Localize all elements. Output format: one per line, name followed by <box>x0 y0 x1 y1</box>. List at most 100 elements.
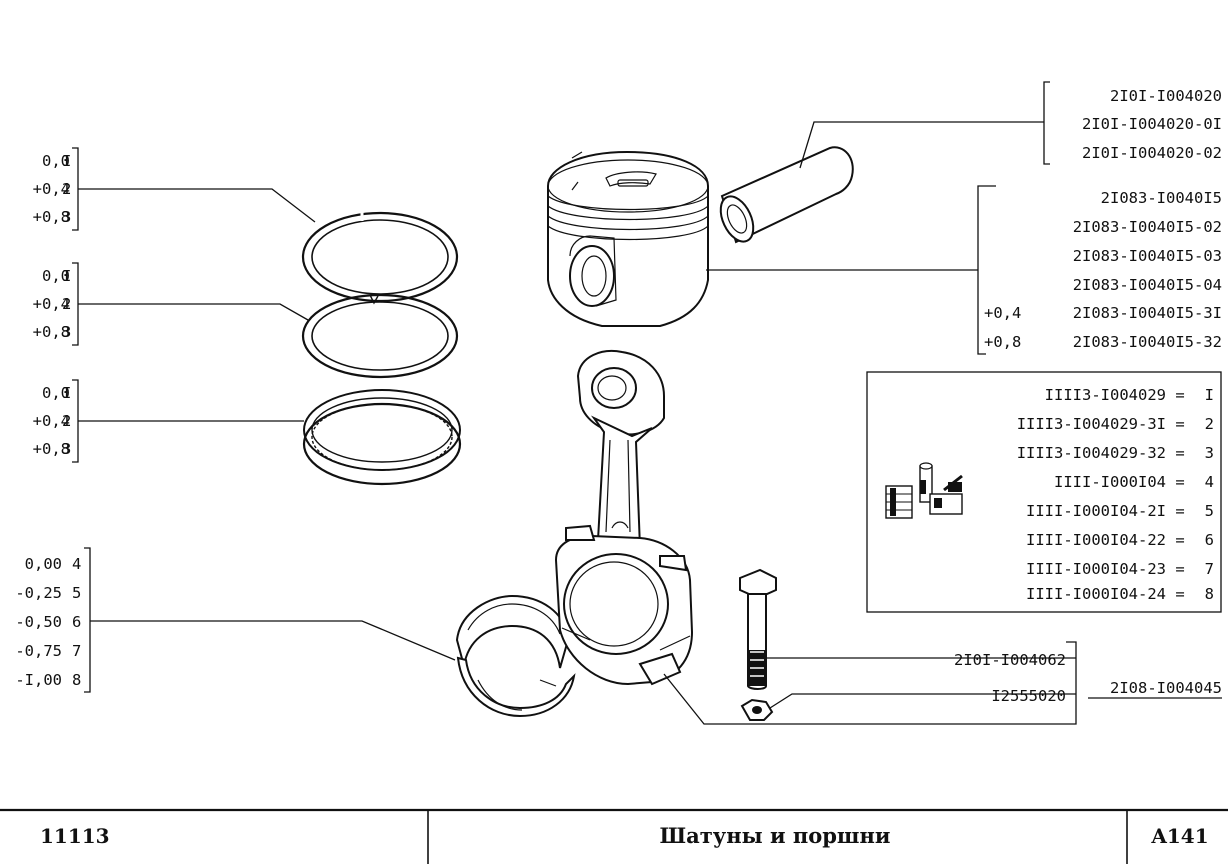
kit-code-7: IIII-I000I04-23 <box>1026 560 1166 578</box>
kit-code-6: IIII-I000I04-22 <box>1026 531 1166 549</box>
bearing-code-3: 6 <box>72 613 81 631</box>
ring-group-2: 0,0 +0,4 +0,8 I 2 3 <box>33 262 309 346</box>
rod-part: 2I08-I004045 <box>1110 679 1222 697</box>
repair-kit-table: IIII3-I004029 IIII3-I004029-3I IIII3-I00… <box>866 371 1222 613</box>
bearing-code-1: 4 <box>72 555 81 573</box>
ring3-size-2: +0,4 <box>33 412 70 430</box>
pin-part-2: 2I0I-I004020-0I <box>1082 115 1222 133</box>
bearing-code-4: 7 <box>72 642 81 660</box>
kit-eq-1: = <box>1175 386 1184 404</box>
connecting-rod <box>554 350 694 686</box>
kit-eq-5: = <box>1175 502 1184 520</box>
bearing-code-5: 8 <box>72 671 81 689</box>
bolt-part: 2I0I-I004062 <box>954 651 1066 669</box>
kit-num-5: 5 <box>1205 502 1214 520</box>
ring2-leader <box>78 303 309 321</box>
bearing-bracket <box>84 547 91 693</box>
piston-part-6: 2I083-I0040I5-32 <box>1073 333 1222 351</box>
ring1-code-3: 3 <box>62 208 71 226</box>
piston-pin <box>719 146 854 244</box>
compression-ring-second <box>301 293 459 379</box>
piston-part-1: 2I083-I0040I5 <box>1101 189 1222 207</box>
pin-bracket <box>1043 81 1050 165</box>
piston-part-5: 2I083-I0040I5-3I <box>1073 304 1222 322</box>
pin-callout: 2I0I-I004020 2I0I-I004020-0I 2I0I-I00402… <box>799 81 1222 169</box>
rod-nut <box>740 698 774 721</box>
ring-group-1: 0,0 +0,4 +0,8 I 2 3 <box>33 147 316 231</box>
piston-oversize-1: +0,4 <box>984 304 1021 322</box>
kit-eq-4: = <box>1175 473 1184 491</box>
bearing-leader <box>90 620 456 661</box>
bearing-group: 0,00 -0,25 -0,50 -0,75 -I,00 4 5 6 7 8 <box>15 547 456 693</box>
model-number: 11113 <box>40 824 110 848</box>
kit-eq-2: = <box>1175 415 1184 433</box>
sheet-title: Шатуны и поршни <box>660 823 891 848</box>
ring2-size-3: +0,8 <box>33 323 70 341</box>
kit-code-4: IIII-I000I04 <box>1054 473 1166 491</box>
kit-num-7: 7 <box>1205 560 1214 578</box>
ring1-size-3: +0,8 <box>33 208 70 226</box>
bearing-size-5: -I,00 <box>15 671 62 689</box>
ring1-code-2: 2 <box>62 180 71 198</box>
rod-callout: 2I0I-I004062 I2555020 2I08-I004045 <box>663 641 1222 725</box>
ring3-code-1: I <box>62 384 71 402</box>
piston-callout: 2I083-I0040I5 2I083-I0040I5-02 2I083-I00… <box>706 185 1222 355</box>
kit-code-3: IIII3-I004029-32 <box>1017 444 1166 462</box>
piston-oversize-2: +0,8 <box>984 333 1021 351</box>
ring2-code-2: 2 <box>62 295 71 313</box>
piston <box>547 150 709 327</box>
title-block: 11113 Шатуны и поршни A141 <box>0 808 1228 864</box>
kit-num-3: 3 <box>1205 444 1214 462</box>
kit-code-1: IIII3-I004029 <box>1045 386 1166 404</box>
piston-part-4: 2I083-I0040I5-04 <box>1073 276 1222 294</box>
kit-num-1: I <box>1205 386 1214 404</box>
rod-bolt <box>739 568 777 690</box>
kit-num-8: 8 <box>1205 585 1214 603</box>
piston-bracket <box>977 185 996 355</box>
ring2-bracket <box>72 262 79 346</box>
kit-eq-6: = <box>1175 531 1184 549</box>
bearing-size-3: -0,50 <box>15 613 62 631</box>
ring2-code-3: 3 <box>62 323 71 341</box>
ring1-size-2: +0,4 <box>33 180 70 198</box>
kit-num-6: 6 <box>1205 531 1214 549</box>
kit-num-4: 4 <box>1205 473 1214 491</box>
piston-part-2: 2I083-I0040I5-02 <box>1073 218 1222 236</box>
ring3-size-1: 0,0 <box>42 384 70 402</box>
ring-group-3: 0,0 +0,4 +0,8 I 2 3 <box>33 379 304 463</box>
bearing-size-4: -0,75 <box>15 642 62 660</box>
repair-kit-icon <box>885 462 963 519</box>
bearing-code-2: 5 <box>72 584 81 602</box>
ring1-code-1: I <box>62 152 71 170</box>
kit-eq-8: = <box>1175 585 1184 603</box>
ring1-leader <box>78 188 316 223</box>
ring1-size-1: 0,0 <box>42 152 70 170</box>
ring3-code-2: 2 <box>62 412 71 430</box>
rod-leader <box>663 641 1077 725</box>
kit-eq-7: = <box>1175 560 1184 578</box>
kit-frame <box>866 371 1222 613</box>
kit-code-2: IIII3-I004029-3I <box>1017 415 1166 433</box>
ring2-code-1: I <box>62 267 71 285</box>
bearing-size-1: 0,00 <box>25 555 62 573</box>
pin-part-3: 2I0I-I004020-02 <box>1082 144 1222 162</box>
ring3-size-3: +0,8 <box>33 440 70 458</box>
nut-leader <box>769 693 1076 709</box>
bearing-size-2: -0,25 <box>15 584 62 602</box>
kit-num-2: 2 <box>1205 415 1214 433</box>
kit-eq-3: = <box>1175 444 1184 462</box>
piston-part-3: 2I083-I0040I5-03 <box>1073 247 1222 265</box>
kit-code-5: IIII-I000I04-2I <box>1026 502 1166 520</box>
pin-leader <box>799 121 1044 169</box>
kit-code-8: IIII-I000I04-24 <box>1026 585 1166 603</box>
ring3-code-3: 3 <box>62 440 71 458</box>
oil-ring <box>302 389 462 486</box>
nut-part: I2555020 <box>991 687 1066 705</box>
ring2-size-1: 0,0 <box>42 267 70 285</box>
pin-part-1: 2I0I-I004020 <box>1110 87 1222 105</box>
compression-ring-top <box>301 211 459 303</box>
ring2-size-2: +0,4 <box>33 295 70 313</box>
bearing-shells <box>455 594 576 718</box>
page-number: A141 <box>1150 824 1208 848</box>
